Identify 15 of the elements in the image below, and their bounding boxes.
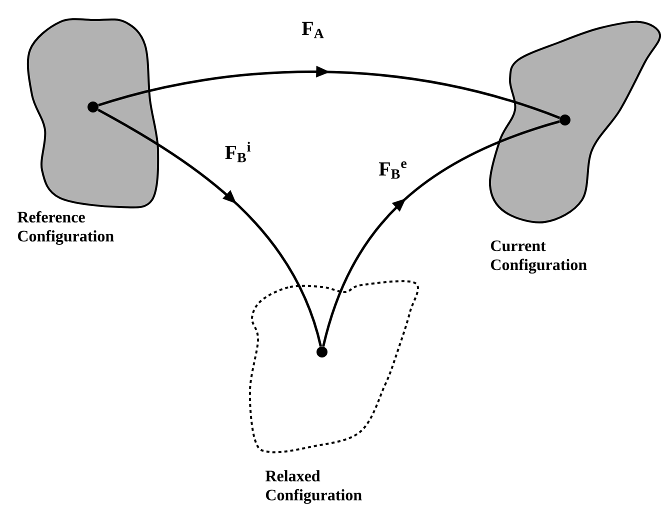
reference-configuration: Reference Configuration (17, 18, 160, 245)
relaxed-configuration: Relaxed Configuration (248, 280, 419, 504)
node-label: Reference Configuration (17, 211, 114, 245)
arrow (97, 108, 322, 347)
node-label: Relaxed Configuration (265, 470, 362, 504)
point-dot (560, 114, 570, 126)
node-label: Current Configuration (490, 240, 587, 274)
current-configuration: Current Configuration (488, 20, 661, 274)
edge-label: F$_{B}$i (225, 142, 251, 162)
edge-label: F$_{A}$ (302, 22, 324, 38)
arrow (322, 120, 560, 347)
arrow (98, 66, 560, 120)
point-dot (88, 102, 98, 112)
edge-label: F$_{B}$e (378, 161, 407, 179)
point-dot (316, 346, 328, 358)
